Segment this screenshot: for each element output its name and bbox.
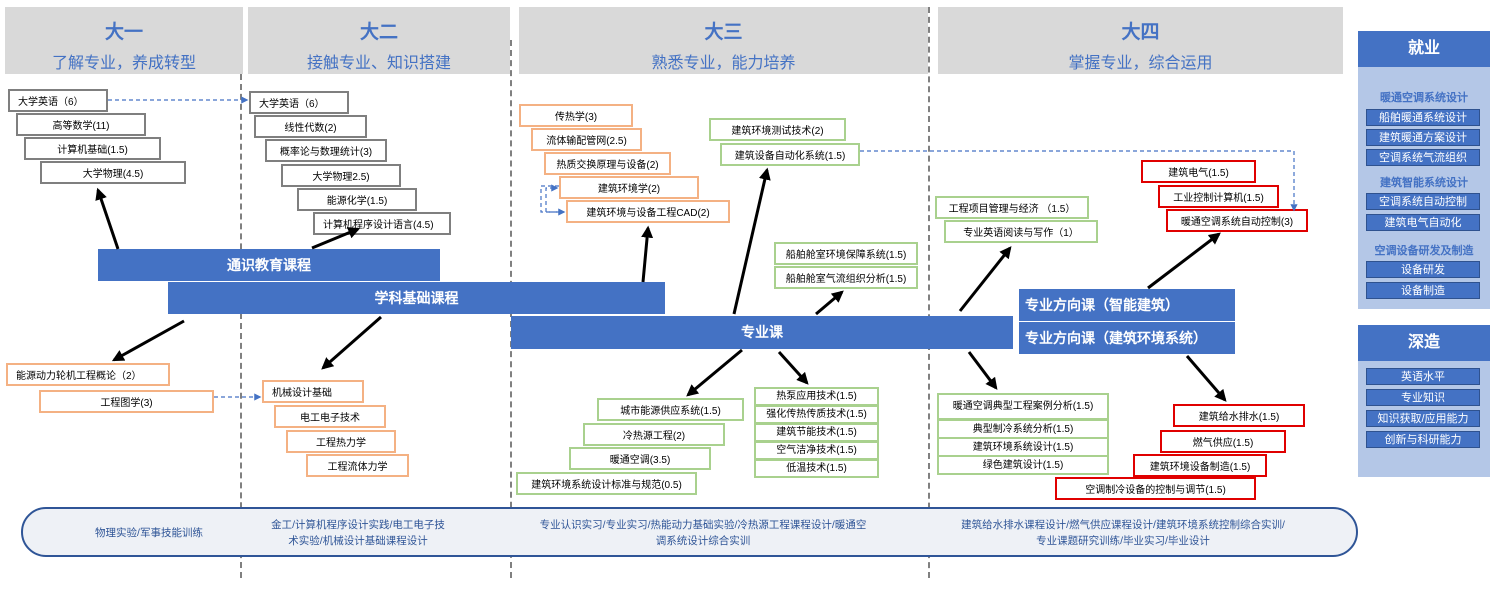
- arrow: [111, 319, 185, 362]
- employment-title: 就业: [1358, 31, 1490, 67]
- employment-item: 设备研发: [1366, 261, 1480, 278]
- course-box: 建筑环境设备制造(1.5): [1133, 454, 1267, 477]
- arrow: [1147, 232, 1221, 290]
- course-box: 能源化学(1.5): [297, 188, 417, 211]
- course-box: 流体输配管网(2.5): [531, 128, 642, 151]
- course-box: 工程流体力学: [306, 454, 409, 477]
- course-box: 建筑环境与设备工程CAD(2): [566, 200, 730, 223]
- employment-category: 建筑智能系统设计: [1380, 177, 1468, 189]
- course-box: 工业控制计算机(1.5): [1158, 185, 1279, 208]
- course-box: 热质交换原理与设备(2): [544, 152, 671, 175]
- practice-text: 金工/计算机程序设计实践/电工电子技 术实验/机械设计基础课程设计: [271, 519, 445, 547]
- year-subtitle: 掌握专业，综合运用: [1068, 55, 1213, 72]
- arrow: [732, 167, 771, 315]
- course-box: 船舶舱室环境保障系统(1.5): [774, 242, 918, 265]
- year-divider: [928, 7, 930, 578]
- course-box: 计算机基础(1.5): [24, 137, 161, 160]
- course-box: 概率论与数理统计(3): [265, 139, 387, 162]
- course-box: 建筑环境学(2): [559, 176, 699, 199]
- course-box: 暖通空调典型工程案例分析(1.5): [937, 393, 1109, 420]
- practice-bar: 物理实验/军事技能训练 金工/计算机程序设计实践/电工电子技 术实验/机械设计基…: [21, 507, 1358, 557]
- course-box: 高等数学(11): [16, 113, 146, 136]
- course-box: 绿色建筑设计(1.5): [937, 455, 1109, 475]
- arrow: [815, 290, 844, 316]
- employment-item: 建筑暖通方案设计: [1366, 129, 1480, 146]
- course-box: 空调制冷设备的控制与调节(1.5): [1055, 477, 1256, 500]
- course-box: 建筑环境系统设计标准与规范(0.5): [516, 472, 697, 495]
- course-box: 工程项目管理与经济 （1.5）: [935, 196, 1089, 219]
- dashed-link: [860, 150, 1298, 212]
- advanced-item: 英语水平: [1366, 368, 1480, 385]
- arrow: [1185, 355, 1227, 402]
- employment-item: 空调系统气流组织: [1366, 149, 1480, 166]
- course-box: 大学英语（6）: [8, 89, 108, 112]
- course-box: 线性代数(2): [254, 115, 367, 138]
- advanced-item: 创新与科研能力: [1366, 431, 1480, 448]
- course-box: 暖通空调系统自动控制(3): [1166, 209, 1308, 232]
- arrow: [95, 187, 120, 250]
- subject-basic-band: 学科基础课程: [168, 282, 665, 314]
- practice-text: 专业认识实习/专业实习/热能动力基础实验/冷热源工程课程设计/暖通空 调系统设计…: [539, 519, 867, 547]
- practice-text: 物理实验/军事技能训练: [95, 527, 203, 539]
- employment-item: 设备制造: [1366, 282, 1480, 299]
- year-header-2: 大二 接触专业、知识搭建: [248, 7, 510, 74]
- course-box: 建筑设备自动化系统(1.5): [720, 143, 860, 166]
- year-divider: [240, 74, 242, 578]
- course-box: 暖通空调(3.5): [569, 447, 711, 470]
- employment-panel: 就业 暖通空调系统设计 船舶暖通系统设计 建筑暖通方案设计 空调系统气流组织 建…: [1358, 31, 1490, 309]
- year-header-1: 大一 了解专业，养成转型: [5, 7, 243, 74]
- course-box: 大学英语（6）: [249, 91, 349, 114]
- arrow: [958, 246, 1012, 312]
- year-subtitle: 了解专业，养成转型: [51, 55, 196, 72]
- course-box: 城市能源供应系统(1.5): [597, 398, 744, 421]
- dashed-link: [545, 184, 560, 213]
- arrow: [777, 350, 809, 385]
- year-header-3: 大三 熟悉专业，能力培养: [519, 7, 928, 74]
- course-box: 建筑电气(1.5): [1141, 160, 1256, 183]
- course-box: 传热学(3): [519, 104, 633, 127]
- course-box: 工程图学(3): [39, 390, 214, 413]
- arrow: [967, 351, 998, 390]
- course-box: 大学物理2.5): [281, 164, 401, 187]
- course-box: 燃气供应(1.5): [1160, 430, 1286, 453]
- course-box: 建筑给水排水(1.5): [1173, 404, 1305, 427]
- arrow: [321, 315, 382, 370]
- year-label: 大三: [704, 22, 743, 43]
- year-header-4: 大四 掌握专业，综合运用: [938, 7, 1343, 74]
- year-subtitle: 熟悉专业，能力培养: [651, 55, 796, 72]
- course-box: 船舶舱室气流组织分析(1.5): [774, 266, 918, 289]
- arrow: [686, 348, 743, 397]
- course-box: 大学物理(4.5): [40, 161, 186, 184]
- course-box: 电工电子技术: [274, 405, 386, 428]
- year-label: 大二: [359, 22, 398, 43]
- arrow: [641, 225, 654, 283]
- practice-text: 建筑给水排水课程设计/燃气供应课程设计/建筑环境系统控制综合实训/ 专业课题研究…: [961, 519, 1285, 547]
- advanced-title: 深造: [1358, 325, 1490, 361]
- dashed-link: [540, 185, 566, 216]
- employment-item: 空调系统自动控制: [1366, 193, 1480, 210]
- course-box: 工程热力学: [286, 430, 396, 453]
- major-course-band: 专业课: [511, 316, 1013, 349]
- direction-band-env-system: 专业方向课（建筑环境系统）: [1018, 321, 1236, 355]
- year-label: 大一: [104, 22, 143, 43]
- employment-category: 空调设备研发及制造: [1374, 245, 1474, 257]
- advanced-item: 知识获取/应用能力: [1366, 410, 1480, 427]
- course-box: 建筑环境测试技术(2): [709, 118, 846, 141]
- general-education-band: 通识教育课程: [98, 249, 440, 281]
- course-box: 专业英语阅读与写作（1）: [944, 220, 1098, 243]
- course-box: 低温技术(1.5): [754, 459, 879, 478]
- employment-item: 船舶暖通系统设计: [1366, 109, 1480, 126]
- employment-item: 建筑电气自动化: [1366, 214, 1480, 231]
- advanced-study-panel: 深造 英语水平 专业知识 知识获取/应用能力 创新与科研能力: [1358, 325, 1490, 477]
- year-subtitle: 接触专业、知识搭建: [306, 55, 451, 72]
- year-label: 大四: [1121, 22, 1160, 43]
- course-box: 能源动力轮机工程概论（2）: [6, 363, 170, 386]
- arrow: [311, 227, 361, 250]
- employment-category: 暖通空调系统设计: [1380, 92, 1468, 104]
- advanced-item: 专业知识: [1366, 389, 1480, 406]
- course-box: 机械设计基础: [262, 380, 364, 403]
- course-box: 冷热源工程(2): [583, 423, 725, 446]
